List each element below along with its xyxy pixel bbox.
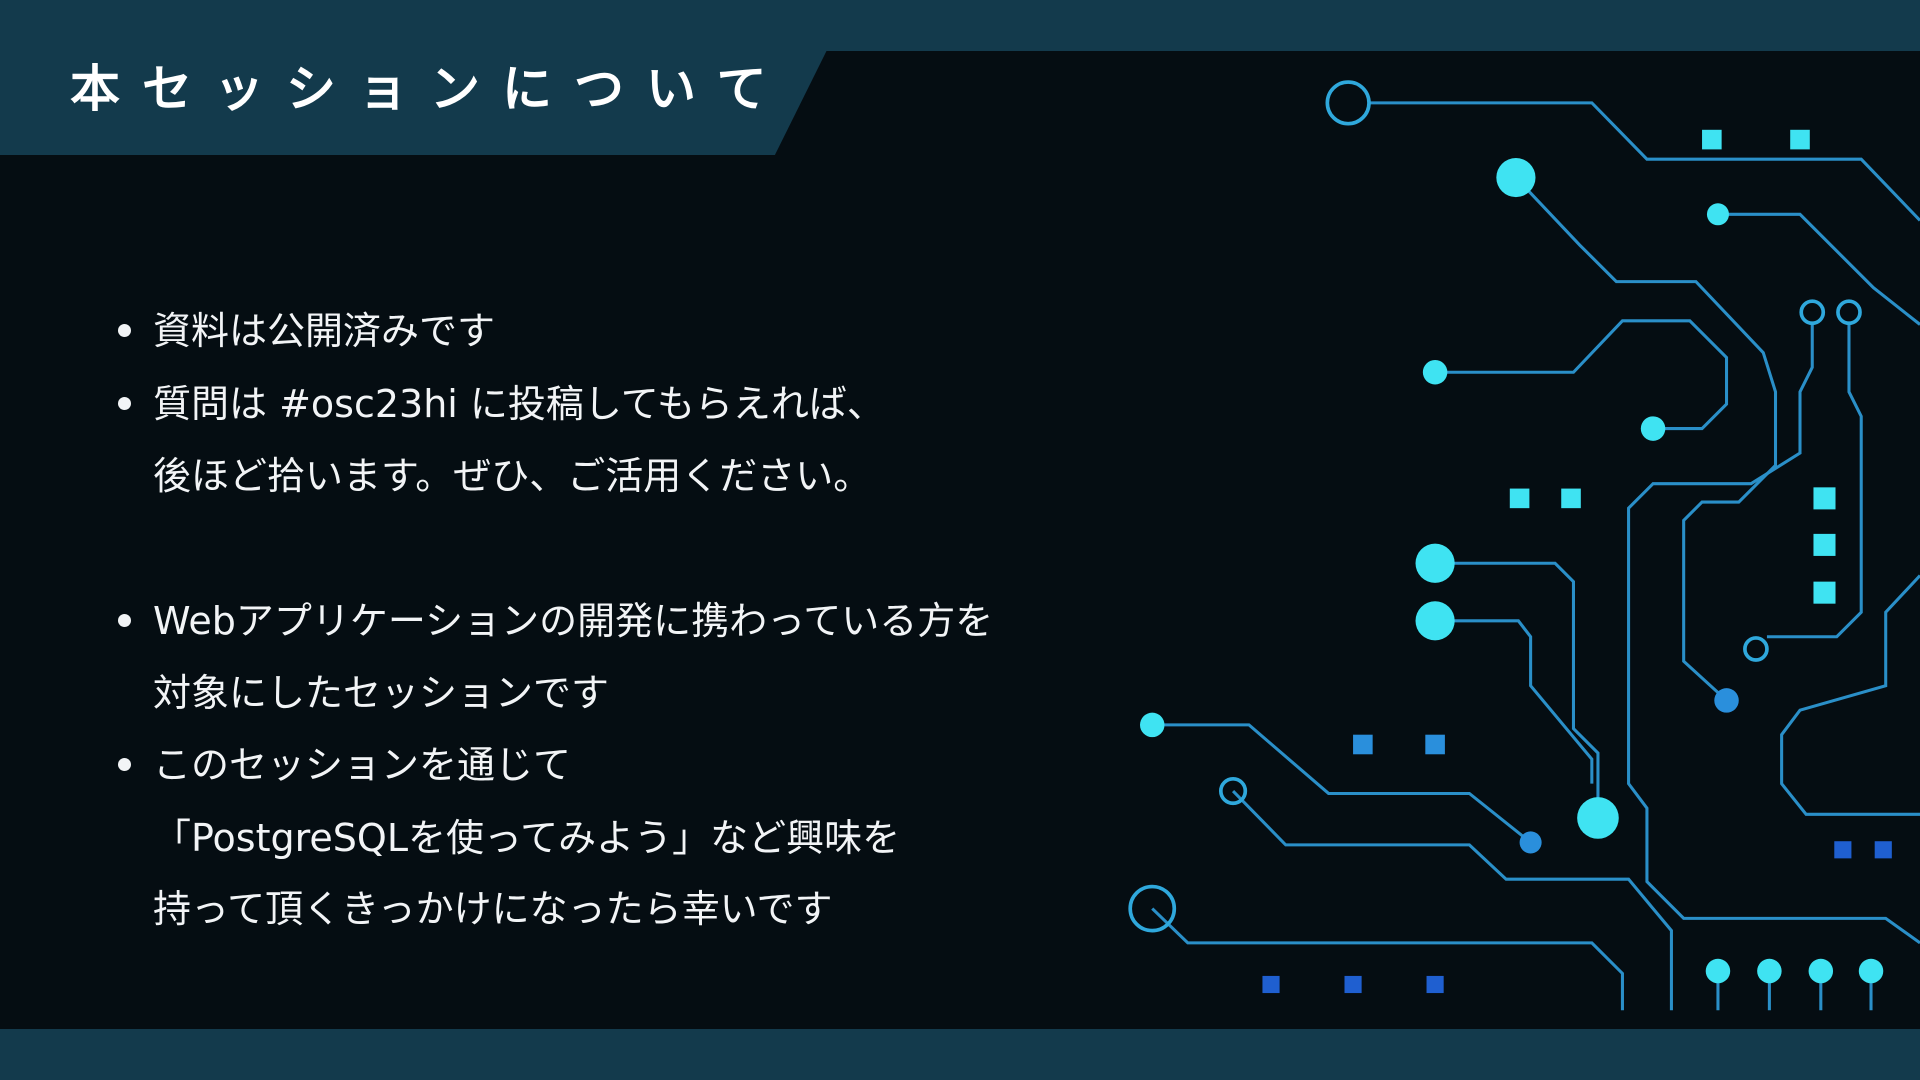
- bullet-icon: [118, 324, 131, 337]
- bullet-text: 質問は #osc23hi に投稿してもらえれば、: [153, 382, 885, 426]
- bullet-icon: [118, 397, 131, 410]
- bullet-text-continued: 持って頂くきっかけになったら幸いです: [153, 887, 833, 931]
- bullet-text: このセッションを通じて: [153, 743, 572, 787]
- bullet-text: 資料は公開済みです: [153, 309, 496, 353]
- bullet-icon: [118, 614, 131, 627]
- page-title: 本セッションについて: [70, 60, 789, 118]
- bullet-text-continued: 対象にしたセッションです: [153, 671, 610, 715]
- bullet-text: Webアプリケーションの開発に携わっている方を: [153, 599, 994, 643]
- title-banner: [0, 50, 827, 155]
- top-band: [0, 0, 1920, 51]
- bullet-text-continued: 後ほど拾います。ぜひ、ご活用ください。: [153, 454, 872, 498]
- bullet-text-continued: 「PostgreSQLを使ってみよう」など興味を: [153, 816, 901, 860]
- bottom-band: [0, 1029, 1920, 1080]
- bullet-icon: [118, 758, 131, 771]
